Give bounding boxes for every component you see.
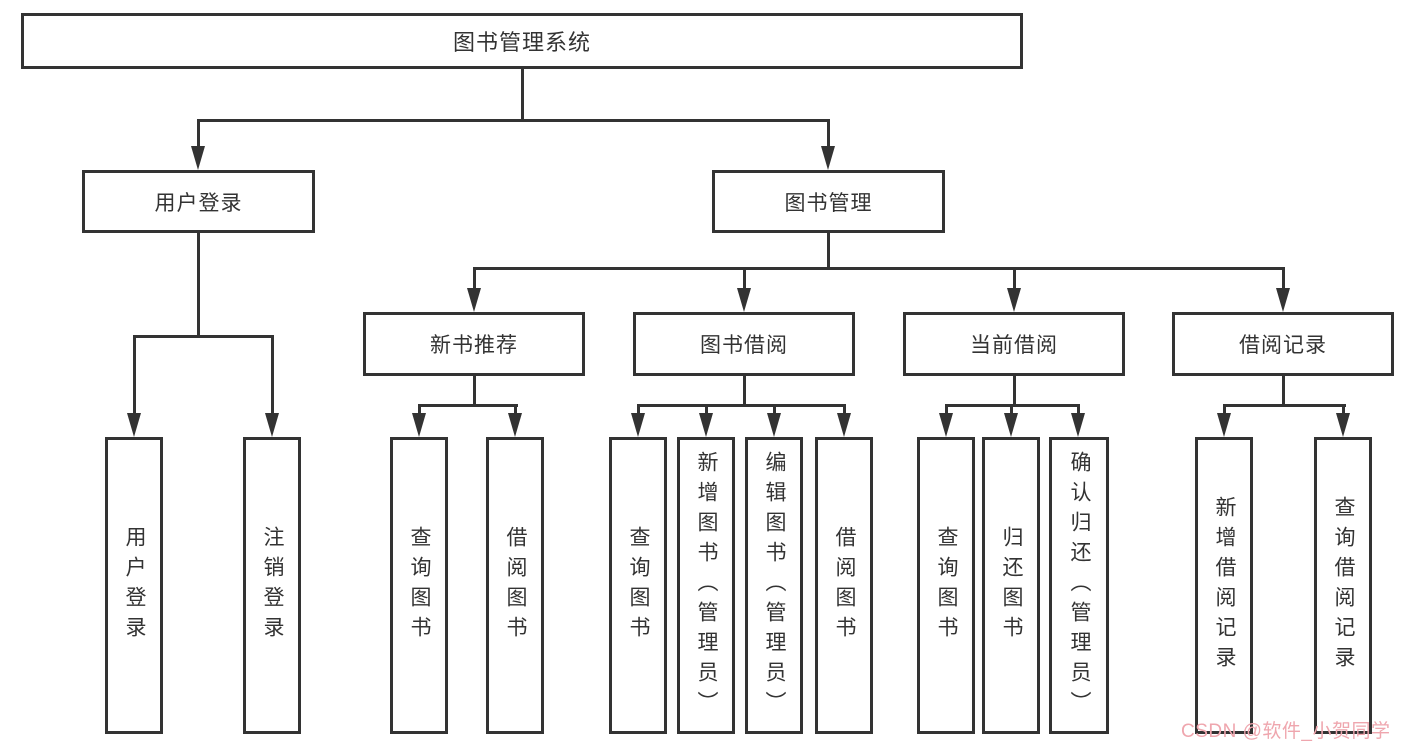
arrowhead-down-icon [467, 288, 481, 312]
leaf-query-books-recommend: 查询图书 [390, 437, 448, 734]
leaf-query-borrow-record: 查询借阅记录 [1314, 437, 1372, 734]
arrowhead-down-icon [1217, 413, 1231, 437]
connector-line [827, 119, 830, 150]
connector-line [473, 267, 476, 292]
connector-line [827, 233, 830, 270]
connector-line [271, 335, 274, 417]
connector-line [1013, 267, 1016, 292]
connector-line [1223, 404, 1346, 407]
connector-line [197, 233, 200, 338]
connector-line [473, 267, 1285, 270]
connector-line [743, 267, 746, 292]
connector-line [473, 376, 476, 407]
node-root: 图书管理系统 [21, 13, 1023, 69]
connector-line [1342, 404, 1345, 417]
connector-line [1282, 267, 1285, 292]
connector-line [1077, 404, 1080, 417]
connector-line [197, 119, 830, 122]
arrowhead-down-icon [412, 413, 426, 437]
leaf-query-books-current: 查询图书 [917, 437, 975, 734]
connector-line [843, 404, 846, 417]
node-book-borrow: 图书借阅 [633, 312, 855, 376]
node-user-login: 用户登录 [82, 170, 315, 233]
leaf-logout: 注销登录 [243, 437, 301, 734]
connector-line [514, 404, 517, 417]
node-borrow-records: 借阅记录 [1172, 312, 1394, 376]
connector-line [197, 119, 200, 150]
node-book-management: 图书管理 [712, 170, 945, 233]
connector-line [1282, 376, 1285, 407]
arrowhead-down-icon [737, 288, 751, 312]
leaf-confirm-return-admin: 确认归还（管理员） [1049, 437, 1109, 734]
arrowhead-down-icon [127, 413, 141, 437]
leaf-borrow-books-recommend: 借阅图书 [486, 437, 544, 734]
leaf-add-borrow-record: 新增借阅记录 [1195, 437, 1253, 734]
leaf-add-books-admin: 新增图书（管理员） [677, 437, 735, 734]
arrowhead-down-icon [699, 413, 713, 437]
connector-line [133, 335, 136, 417]
connector-line [637, 404, 640, 417]
leaf-query-books-borrow: 查询图书 [609, 437, 667, 734]
node-new-book-recommend: 新书推荐 [363, 312, 585, 376]
connector-line [1223, 404, 1226, 417]
connector-line [773, 404, 776, 417]
leaf-return-books: 归还图书 [982, 437, 1040, 734]
arrowhead-down-icon [1071, 413, 1085, 437]
leaf-user-login: 用户登录 [105, 437, 163, 734]
connector-line [705, 404, 708, 417]
connector-line [637, 404, 846, 407]
leaf-borrow-books: 借阅图书 [815, 437, 873, 734]
arrowhead-down-icon [631, 413, 645, 437]
connector-line [521, 69, 524, 122]
arrowhead-down-icon [821, 146, 835, 170]
arrowhead-down-icon [1276, 288, 1290, 312]
arrowhead-down-icon [767, 413, 781, 437]
connector-line [945, 404, 948, 417]
connector-line [1010, 404, 1013, 417]
connector-line [1013, 376, 1016, 407]
arrowhead-down-icon [939, 413, 953, 437]
node-current-borrow: 当前借阅 [903, 312, 1125, 376]
arrowhead-down-icon [265, 413, 279, 437]
arrowhead-down-icon [1004, 413, 1018, 437]
connector-line [133, 335, 274, 338]
connector-line [743, 376, 746, 407]
arrowhead-down-icon [1007, 288, 1021, 312]
watermark: CSDN @软件_小贺同学 [1181, 721, 1391, 742]
arrowhead-down-icon [191, 146, 205, 170]
leaf-edit-books-admin: 编辑图书（管理员） [745, 437, 803, 734]
arrowhead-down-icon [837, 413, 851, 437]
connector-line [418, 404, 421, 417]
arrowhead-down-icon [1336, 413, 1350, 437]
arrowhead-down-icon [508, 413, 522, 437]
connector-line [418, 404, 518, 407]
